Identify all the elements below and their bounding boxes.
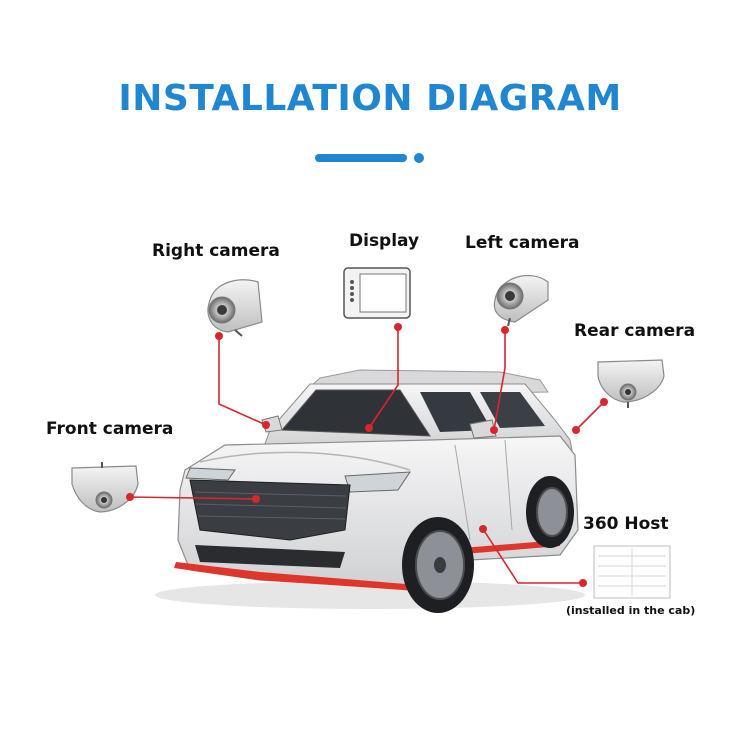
display-label: Display xyxy=(349,231,420,251)
front-wheel xyxy=(402,517,474,613)
left-camera-icon xyxy=(493,274,549,327)
car-illustration xyxy=(155,369,585,613)
leader-lines xyxy=(129,327,605,584)
front-camera-icon xyxy=(71,462,139,513)
host-note-label: (installed in the cab) xyxy=(566,604,696,617)
title-underline-dot xyxy=(414,153,424,163)
rear-camera-label: Rear camera xyxy=(574,321,696,341)
right-camera-label: Right camera xyxy=(152,241,280,261)
left-camera-label: Left camera xyxy=(465,233,580,253)
front-camera-label: Front camera xyxy=(46,419,174,439)
page-title: INSTALLATION DIAGRAM xyxy=(118,78,622,119)
right-camera-icon xyxy=(207,279,263,337)
host-label: 360 Host xyxy=(583,514,669,534)
title-underline xyxy=(315,154,407,162)
rear-wheel xyxy=(526,476,574,548)
rear-camera-icon xyxy=(597,359,665,408)
leader-dots xyxy=(126,323,608,587)
display-icon xyxy=(343,267,411,319)
host-box-icon xyxy=(593,545,671,599)
